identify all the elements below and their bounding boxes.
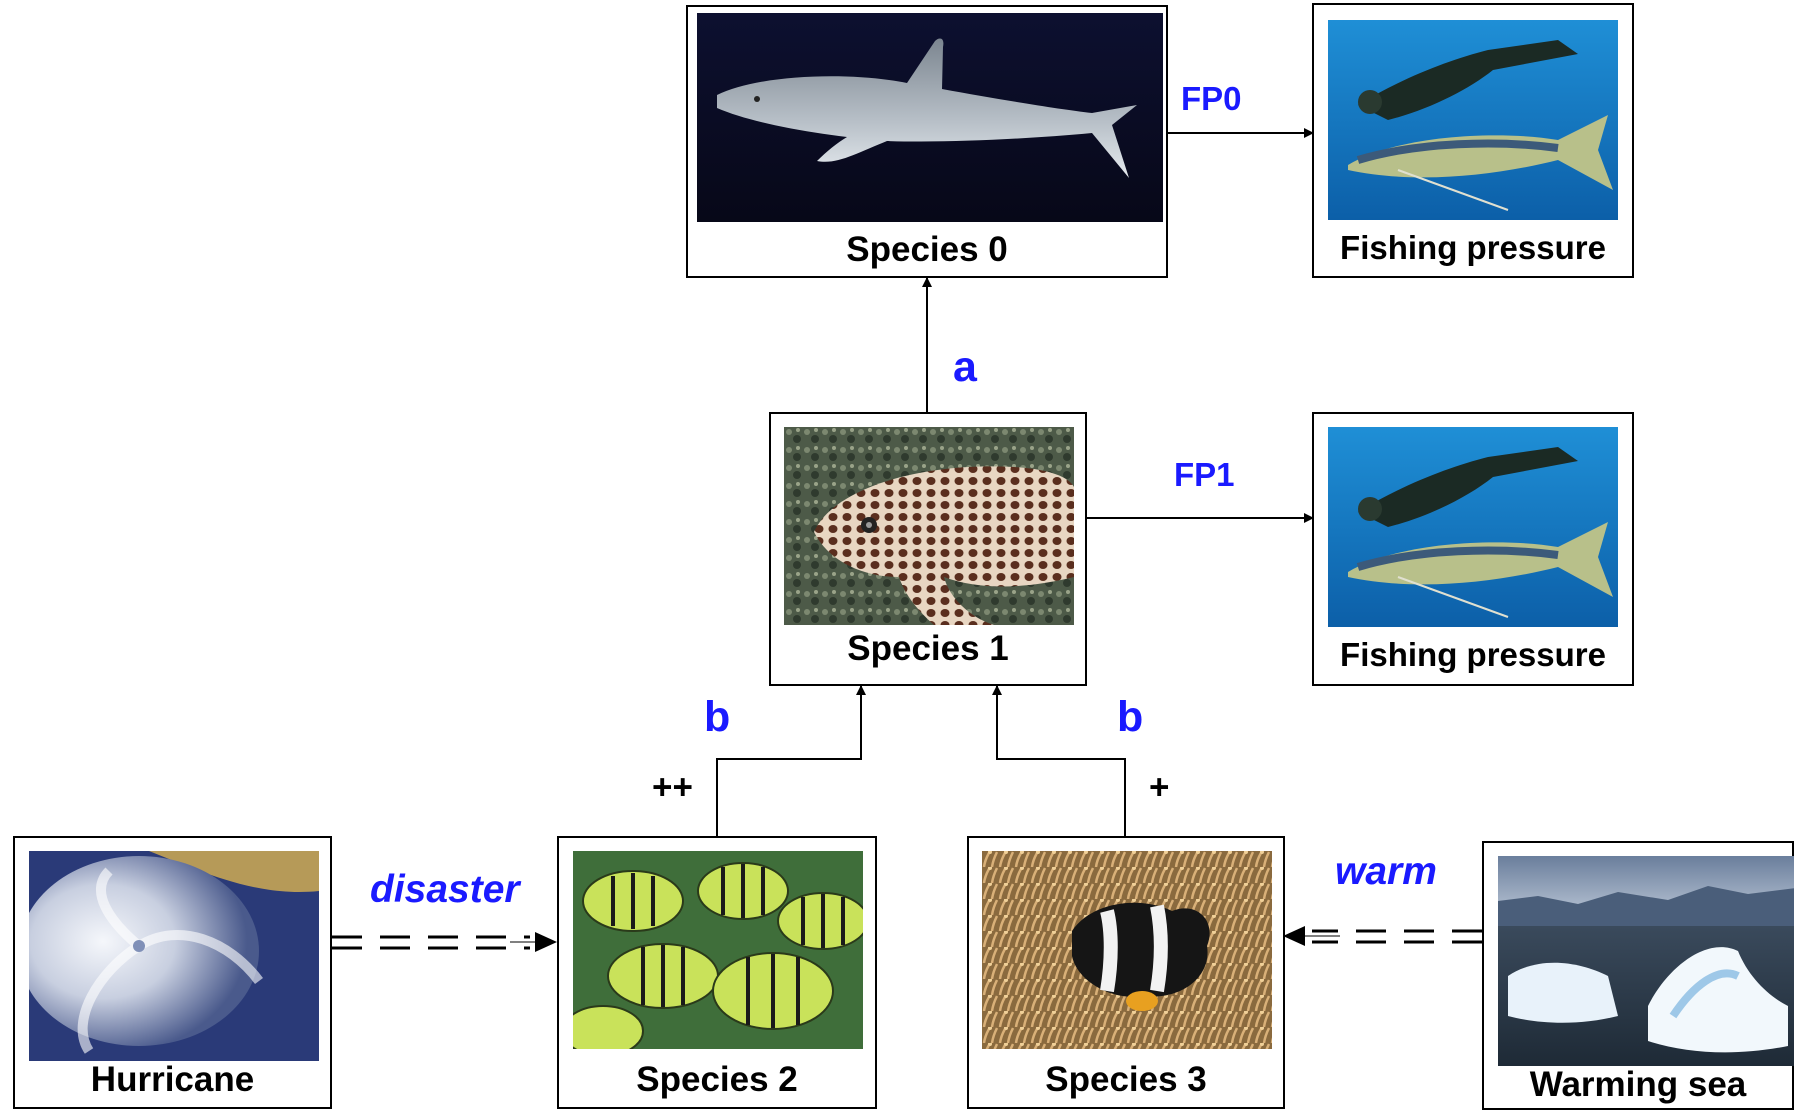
node-label: Species 3 bbox=[969, 1060, 1283, 1100]
node-label: Species 1 bbox=[771, 629, 1085, 669]
edge-label-b-left: b bbox=[704, 693, 730, 742]
node-species-3: Species 3 bbox=[967, 836, 1285, 1109]
node-label: Species 0 bbox=[688, 230, 1166, 270]
node-species-2: Species 2 bbox=[557, 836, 877, 1109]
grouper-photo bbox=[784, 427, 1074, 625]
hurricane-satellite-photo bbox=[29, 851, 319, 1061]
clownfish-anemone-photo bbox=[982, 851, 1272, 1049]
node-label: Warming sea bbox=[1484, 1065, 1792, 1105]
spearfisher-tuna-photo bbox=[1328, 427, 1618, 627]
edge-sign-b-left: ++ bbox=[652, 768, 693, 808]
edge-label-fp0: FP0 bbox=[1181, 80, 1242, 118]
striped-fish-school-photo bbox=[573, 851, 863, 1049]
edge-label-fp1: FP1 bbox=[1174, 456, 1235, 494]
edge-label-a: a bbox=[953, 343, 977, 392]
edge-sign-b-right: + bbox=[1149, 768, 1169, 808]
shark-photo bbox=[697, 13, 1163, 222]
edge-disaster-arrow bbox=[332, 937, 556, 948]
spearfisher-tuna-photo bbox=[1328, 20, 1618, 220]
edge-label-warm: warm bbox=[1335, 850, 1437, 894]
edge-b-right-arrow bbox=[997, 686, 1125, 836]
edge-warm-arrow bbox=[1284, 931, 1482, 942]
node-label: Species 2 bbox=[559, 1060, 875, 1100]
node-hurricane: Hurricane bbox=[13, 836, 332, 1109]
edge-label-disaster: disaster bbox=[370, 868, 520, 912]
edge-b-left-arrow bbox=[717, 686, 861, 836]
edge-label-b-right: b bbox=[1117, 693, 1143, 742]
node-warming-sea: Warming sea bbox=[1482, 841, 1794, 1110]
node-label: Fishing pressure bbox=[1314, 636, 1632, 674]
node-label: Hurricane bbox=[15, 1060, 330, 1100]
node-label: Fishing pressure bbox=[1314, 229, 1632, 267]
node-species-0: Species 0 bbox=[686, 5, 1168, 278]
node-fishing-pressure-1: Fishing pressure bbox=[1312, 412, 1634, 686]
sea-ice-photo bbox=[1498, 856, 1794, 1066]
node-fishing-pressure-0: Fishing pressure bbox=[1312, 3, 1634, 278]
node-species-1: Species 1 bbox=[769, 412, 1087, 686]
